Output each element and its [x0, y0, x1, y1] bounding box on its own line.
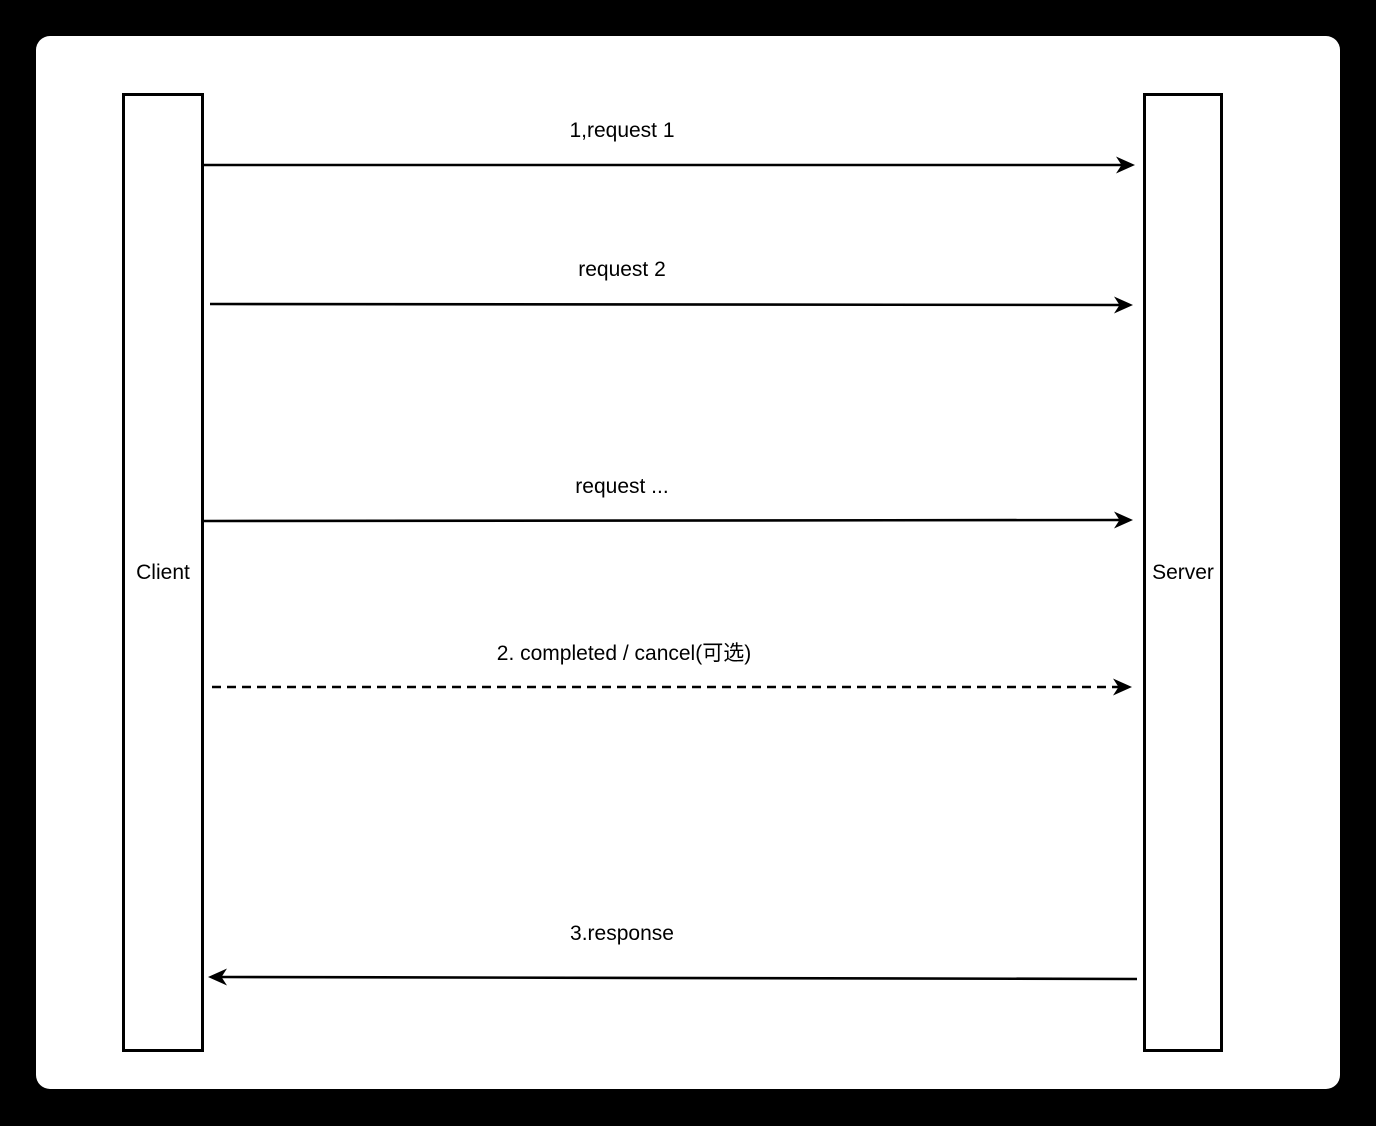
message-label-5: 3.response	[570, 922, 674, 945]
message-label-4: 2. completed / cancel(可选)	[496, 642, 752, 665]
message-label-2: request 2	[578, 258, 666, 281]
message-label-1: 1,request 1	[569, 119, 675, 142]
message-arrow-2	[209, 296, 1133, 314]
message-arrow-1	[204, 156, 1135, 174]
message-arrow-4	[212, 678, 1132, 696]
message-arrows	[203, 156, 1138, 986]
client-label: Client	[136, 560, 190, 584]
server-label: Server	[1152, 560, 1214, 584]
lifeline-client: Client	[122, 93, 204, 1052]
message-label-3: request ...	[575, 475, 669, 498]
diagram-canvas: Client Server	[36, 36, 1340, 1089]
message-arrow-3	[203, 511, 1133, 529]
lifeline-server: Server	[1143, 93, 1223, 1052]
message-arrow-5	[208, 968, 1138, 986]
